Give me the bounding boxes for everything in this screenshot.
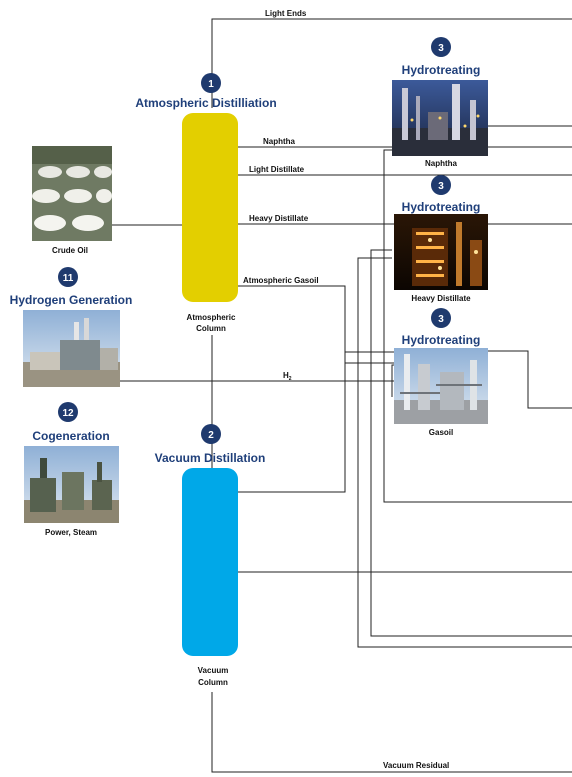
atmospheric-column xyxy=(182,113,238,302)
cogeneration-unit: 12 Cogeneration Power, Steam xyxy=(24,402,119,537)
atmospheric-column-caption-2: Column xyxy=(196,324,226,333)
ht-vertical-3 xyxy=(357,257,572,648)
badge-1-text: 1 xyxy=(208,79,214,90)
pipe-network xyxy=(112,18,572,773)
badge-12 xyxy=(58,402,78,422)
ht-vertical-4 xyxy=(391,364,394,397)
hydrogen-generation-unit: 11 Hydrogen Generation xyxy=(10,267,133,387)
atmospheric-distillation-title: Atmospheric Distilliation xyxy=(135,96,276,110)
storage-tanks-photo xyxy=(32,146,112,241)
vacuum-residual-line xyxy=(211,692,572,773)
heavy-distillate-label: Heavy Distillate xyxy=(249,214,309,223)
badge-3-heavy-text: 3 xyxy=(438,181,444,192)
atmospheric-gasoil-line xyxy=(238,285,346,493)
power-plant-photo xyxy=(24,446,119,523)
hydrotreating-gasoil-caption: Gasoil xyxy=(429,428,453,437)
hydrotreating-gasoil-unit: 3 Hydrotreating Gasoil xyxy=(394,308,488,437)
vacuum-column-caption-2: Column xyxy=(198,678,228,687)
badge-3-heavy xyxy=(431,175,451,195)
badge-11 xyxy=(58,267,78,287)
badge-12-text: 12 xyxy=(62,408,74,419)
hydrogen-generation-title: Hydrogen Generation xyxy=(10,293,133,307)
cogeneration-caption: Power, Steam xyxy=(45,528,97,537)
hydrogen-label: H2 xyxy=(283,371,292,382)
vacuum-distillation-title: Vacuum Distillation xyxy=(155,451,266,465)
atmospheric-gasoil-label: Atmospheric Gasoil xyxy=(243,276,319,285)
badge-2 xyxy=(201,424,221,444)
hydrotreating-naphtha-unit: 3 Hydrotreating Naphtha xyxy=(392,37,488,168)
vacuum-column-caption-1: Vacuum xyxy=(198,666,229,675)
hydrotreating-heavy-title: Hydrotreating xyxy=(402,200,481,214)
atmospheric-column-caption-1: Atmospheric xyxy=(187,313,236,322)
vacuum-distillation-unit: 2 Vacuum Distillation Vacuum Column xyxy=(155,424,266,687)
crude-oil-caption: Crude Oil xyxy=(52,246,88,255)
plant-stacks-photo xyxy=(23,310,120,387)
badge-11-text: 11 xyxy=(63,273,74,284)
refinery-night-photo xyxy=(392,80,488,156)
badge-3-gasoil-text: 3 xyxy=(438,314,444,325)
hydrotreating-naphtha-caption: Naphtha xyxy=(425,159,458,168)
hydrotreating-heavy-distillate-unit: 3 Hydrotreating Heavy Distillate xyxy=(394,175,488,303)
hydrotreating-naphtha-title: Hydrotreating xyxy=(402,63,481,77)
light-distillate-label: Light Distillate xyxy=(249,165,305,174)
badge-3-gasoil xyxy=(431,308,451,328)
hydrotreating-gasoil-title: Hydrotreating xyxy=(402,333,481,347)
refinery-day-photo xyxy=(394,348,488,424)
hydrotreating-heavy-caption: Heavy Distillate xyxy=(411,294,471,303)
badge-3-naphtha xyxy=(431,37,451,57)
crude-oil-unit: Crude Oil xyxy=(32,146,112,255)
vacuum-residual-label: Vacuum Residual xyxy=(383,761,449,770)
naphtha-label: Naphtha xyxy=(263,137,296,146)
cogeneration-title: Cogeneration xyxy=(32,429,109,443)
atmospheric-distillation-unit: 1 Atmospheric Distilliation Atmospheric … xyxy=(135,73,277,333)
gasoil-ht-out-line xyxy=(488,350,572,409)
vacuum-column xyxy=(182,468,238,656)
badge-1 xyxy=(201,73,221,93)
light-ends-label: Light Ends xyxy=(265,9,307,18)
badge-3-naphtha-text: 3 xyxy=(438,43,444,54)
ht-vertical-2 xyxy=(370,249,572,637)
refinery-lights-photo xyxy=(394,214,488,290)
ht-vertical-1 xyxy=(383,149,572,503)
badge-2-text: 2 xyxy=(208,430,214,441)
